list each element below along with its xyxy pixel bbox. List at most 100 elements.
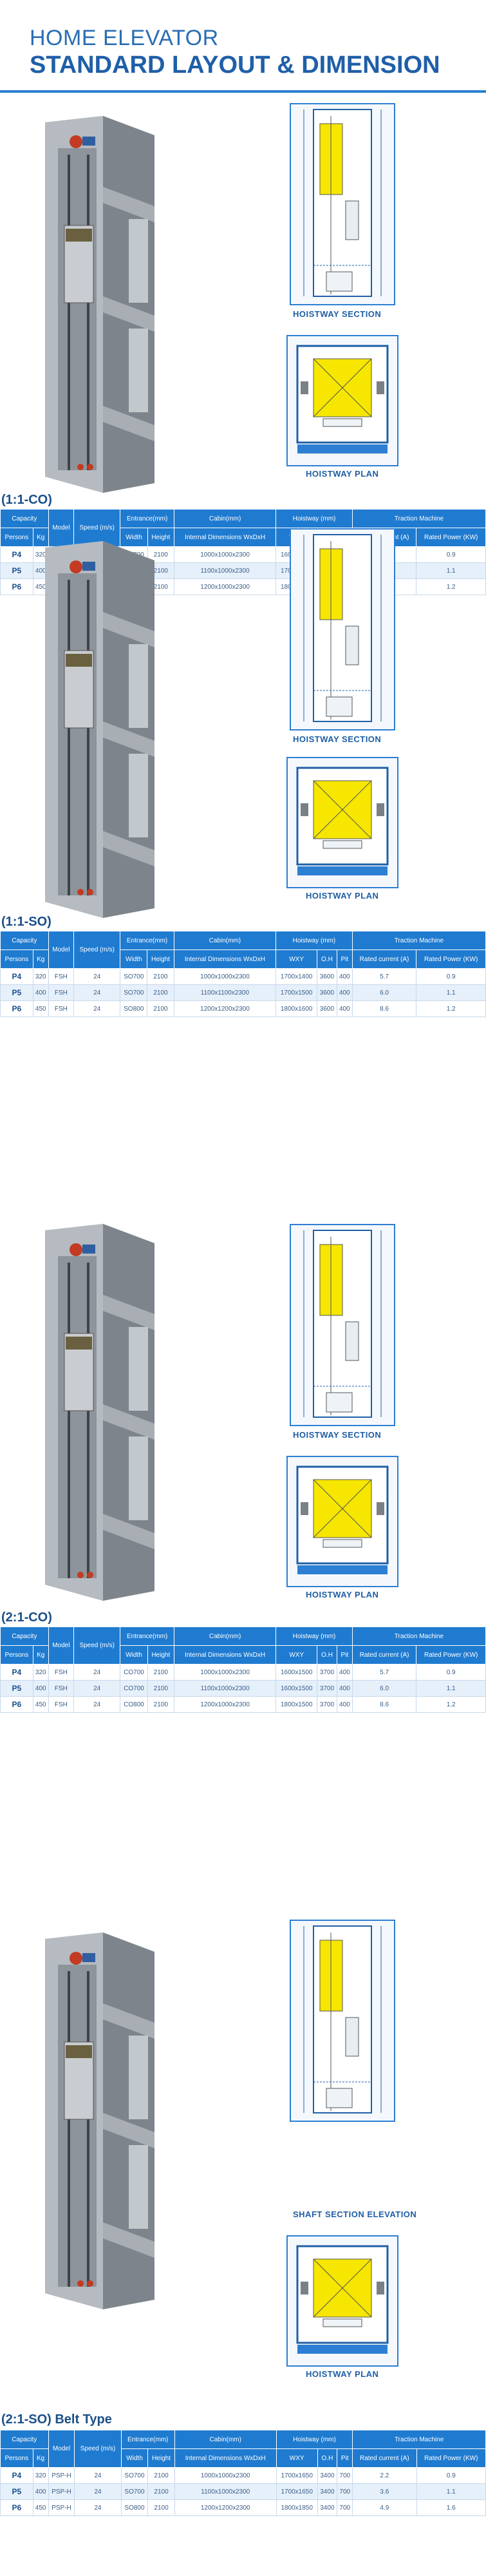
table-cell: 2100 [147, 1696, 174, 1713]
table-cell: 1000x1000x2300 [173, 968, 277, 985]
header-title-line2: STANDARD LAYOUT & DIMENSION [30, 52, 440, 79]
table-cell: 6.0 [351, 1680, 417, 1697]
table-cell: 1800x1600 [276, 1000, 318, 1017]
table-cell: SO800 [120, 2499, 149, 2516]
table-cell: 24 [73, 1680, 121, 1697]
th-width: Width [120, 528, 148, 547]
table-cell: 400 [336, 1680, 353, 1697]
hoistway-section-drawing [290, 1224, 395, 1426]
elevator-3d-render [45, 116, 154, 493]
th-wxy: WXY [276, 949, 318, 969]
table-cell: FSH [48, 1680, 74, 1697]
table-cell: 450 [32, 1696, 49, 1713]
table-cell: P5 [0, 984, 33, 1001]
table-cell: 3700 [317, 1664, 337, 1681]
table-cell: P6 [0, 2499, 33, 2516]
table-cell: 0.9 [416, 968, 486, 985]
table-cell: 1100x1000x2300 [173, 1680, 277, 1697]
section-caption: HOISTWAY SECTION [293, 734, 382, 744]
section-caption: HOISTWAY SECTION [293, 1430, 382, 1440]
table-cell: 5.7 [351, 1664, 417, 1681]
table-cell: 5.7 [351, 968, 417, 985]
th-capacity: Capacity [0, 509, 49, 528]
section-caption: HOISTWAY SECTION [293, 309, 382, 319]
table-cell: 1000x1000x2300 [173, 546, 277, 563]
table-cell: P6 [0, 1696, 33, 1713]
table-cell: 3400 [317, 2499, 338, 2516]
th-speed: Speed (m/s) [73, 931, 121, 969]
table-cell: 3.6 [352, 2483, 417, 2500]
th-speed: Speed (m/s) [73, 1627, 121, 1665]
layout-section-1: HOISTWAY SECTION HOISTWAY PLAN (1:1-CO) … [0, 97, 486, 595]
th-persons: Persons [0, 528, 33, 547]
table-cell: 400 [336, 1696, 353, 1713]
th-cabin: Cabin(mm) [174, 2430, 277, 2449]
table-cell: 1200x1000x2300 [173, 1696, 277, 1713]
th-pit: Pit [336, 949, 353, 969]
layout-section-2: HOISTWAY SECTION HOISTWAY PLAN (1:1-SO) … [0, 509, 486, 1017]
table-cell: 8.6 [351, 1696, 417, 1713]
table-cell: 2.2 [352, 2467, 417, 2484]
table-cell: 24 [73, 1696, 121, 1713]
table-cell: 400 [336, 1000, 353, 1017]
table-cell: 400 [32, 2483, 49, 2500]
th-entrance: Entrance(mm) [120, 931, 174, 950]
table-cell: P4 [0, 546, 33, 563]
table-cell: CO700 [120, 1680, 148, 1697]
table-cell: 1700x1650 [276, 2483, 318, 2500]
table-cell: 1800x1500 [276, 1696, 318, 1713]
th-model: Model [48, 931, 75, 969]
table-cell: CO800 [120, 1696, 148, 1713]
section-title: (2:1-SO) Belt Type [1, 2412, 112, 2427]
th-traction: Traction Machine [352, 2430, 486, 2449]
table-cell: SO700 [120, 968, 148, 985]
table-cell: SO700 [120, 2483, 149, 2500]
th-oh: O.H [317, 1645, 337, 1665]
plan-caption: HOISTWAY PLAN [306, 1590, 379, 1599]
header-title-line1: HOME ELEVATOR [30, 26, 219, 50]
table-cell: P4 [0, 968, 33, 985]
table-cell: 1.2 [416, 1000, 486, 1017]
table-cell: 3400 [317, 2467, 338, 2484]
table-cell: 2100 [147, 2483, 175, 2500]
table-cell: 700 [337, 2483, 353, 2500]
th-rated-power: Rated Power (KW) [416, 1645, 486, 1665]
table-cell: FSH [48, 984, 75, 1001]
th-cabin: Cabin(mm) [173, 1627, 277, 1646]
table-cell: 1200x1200x2300 [173, 1000, 277, 1017]
th-wxy: WXY [276, 2448, 318, 2468]
th-model: Model [48, 509, 74, 547]
table-cell: 6.0 [351, 984, 417, 1001]
table-cell: 1.1 [416, 984, 486, 1001]
layout-section-4: SHAFT SECTION ELEVATION HOISTWAY PLAN (2… [0, 1900, 486, 2516]
hoistway-plan-drawing [286, 2235, 398, 2367]
table-cell: P6 [0, 1000, 33, 1017]
table-cell: PSP-H [48, 2499, 75, 2516]
table-cell: 400 [32, 1680, 49, 1697]
table-cell: 1800x1850 [276, 2499, 318, 2516]
th-internal: Internal Dimensions WxDxH [174, 2448, 277, 2468]
table-cell: 1700x1400 [276, 968, 318, 985]
th-hoistway: Hoistway (mm) [276, 2430, 353, 2449]
plan-caption: HOISTWAY PLAN [306, 2369, 379, 2379]
th-persons: Persons [0, 949, 33, 969]
th-capacity: Capacity [0, 2430, 49, 2449]
th-height: Height [147, 1645, 174, 1665]
table-cell: 24 [74, 2467, 122, 2484]
table-cell: 1600x1500 [276, 1664, 318, 1681]
table-cell: PSP-H [48, 2467, 75, 2484]
table-cell: FSH [48, 1000, 75, 1017]
table-cell: 1100x1100x2300 [173, 984, 277, 1001]
table-cell: 2100 [147, 2467, 175, 2484]
hoistway-plan-drawing [286, 335, 398, 466]
th-oh: O.H [317, 949, 337, 969]
table-cell: 2100 [147, 2499, 175, 2516]
table-cell: 2100 [147, 984, 174, 1001]
table-cell: 3600 [317, 984, 337, 1001]
section-caption: SHAFT SECTION ELEVATION [293, 2209, 417, 2219]
section-title: (1:1-SO) [1, 915, 51, 929]
